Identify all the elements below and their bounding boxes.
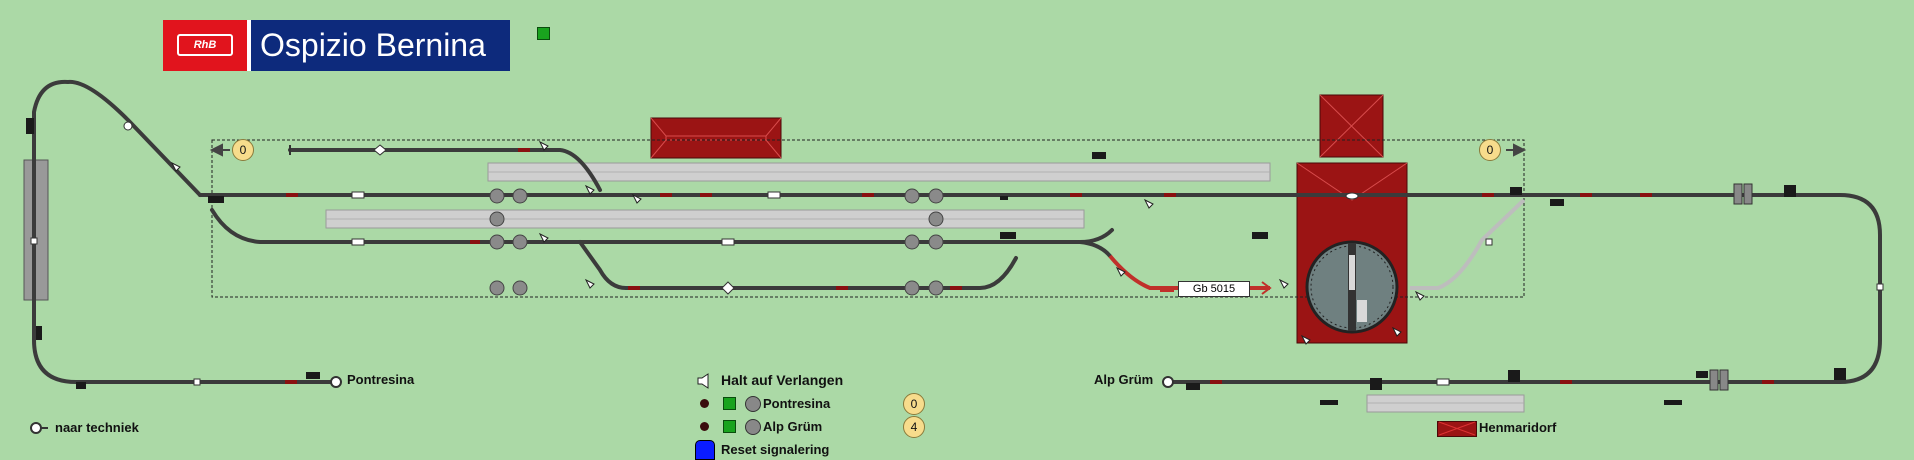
speaker-icon	[697, 373, 709, 389]
reset-button[interactable]	[695, 440, 715, 460]
alpgrum-control-label: Alp Grüm	[763, 419, 823, 434]
tracks	[32, 79, 1882, 384]
platform-bottom-right	[1366, 394, 1525, 413]
pontresina-lamp	[700, 399, 709, 408]
page-title: Ospizio Bernina	[251, 20, 510, 71]
techniek-link[interactable]: naar techniek	[55, 420, 139, 435]
inactive-route	[1410, 198, 1526, 290]
alpgrum-toggle[interactable]	[723, 420, 736, 433]
pontresina-toggle[interactable]	[723, 397, 736, 410]
legend-building-swatch	[1437, 421, 1477, 437]
pontresina-marker	[330, 376, 342, 388]
rhb-logo: RhB	[163, 20, 247, 71]
alpgrum-counter: 4	[903, 416, 925, 438]
station-label-alpgrum: Alp Grüm	[1094, 372, 1154, 387]
right-counter: 0	[1479, 139, 1501, 161]
signals	[285, 148, 1774, 384]
train-label[interactable]: Gb 5015	[1178, 281, 1250, 297]
techniek-marker	[30, 422, 42, 434]
alpgrum-indicator	[745, 419, 761, 435]
turntable	[1305, 240, 1399, 334]
signal-heads	[26, 118, 1846, 405]
block-markers	[30, 121, 1884, 386]
left-counter: 0	[232, 139, 254, 161]
switch-stands	[170, 140, 1425, 345]
active-route	[1108, 254, 1270, 290]
station-boundary	[211, 139, 1525, 298]
legend-label: Henmaridorf	[1479, 420, 1557, 435]
alpgrum-marker	[1162, 376, 1174, 388]
rhb-logo-text: RhB	[177, 34, 233, 56]
pontresina-indicator	[745, 396, 761, 412]
pontresina-counter: 0	[903, 393, 925, 415]
station-label-pontresina: Pontresina	[347, 372, 415, 387]
alpgrum-lamp	[700, 422, 709, 431]
station-building	[650, 117, 782, 159]
reset-label[interactable]: Reset signalering	[721, 442, 830, 457]
pontresina-control-label: Pontresina	[763, 396, 831, 411]
halt-label: Halt auf Verlangen	[721, 372, 844, 388]
buffers	[1709, 183, 1753, 391]
status-indicator[interactable]	[537, 27, 550, 40]
station-title-banner: RhB Ospizio Bernina	[163, 20, 510, 71]
occupancy-indicators	[489, 188, 944, 296]
